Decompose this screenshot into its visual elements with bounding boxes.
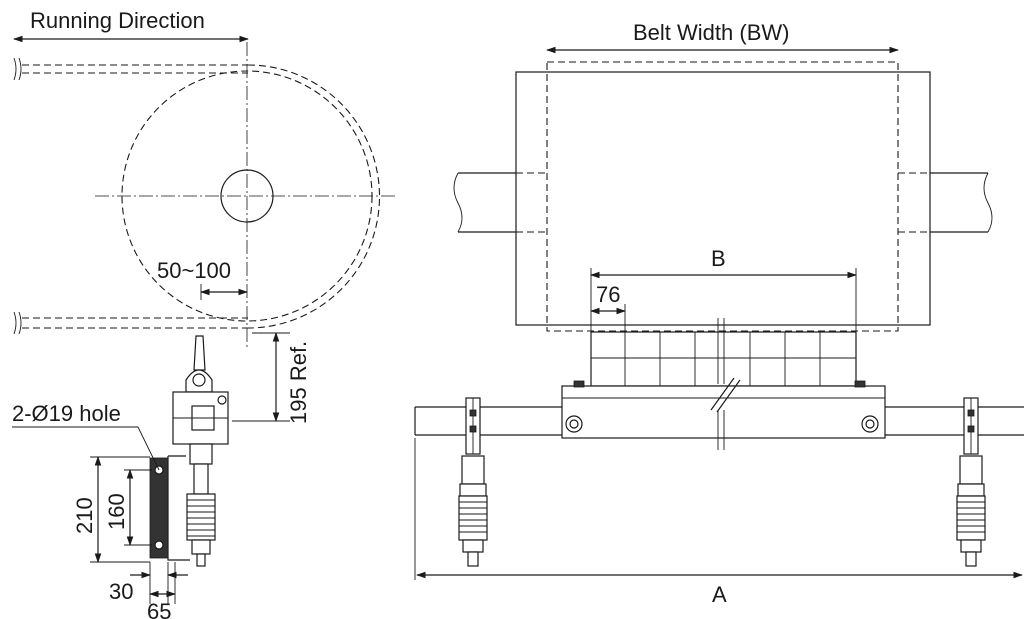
- dim-65-label: 65: [147, 599, 171, 619]
- dim-160-label: 160: [104, 493, 129, 530]
- idler-roller-grid: [590, 331, 857, 387]
- dim-a-label: A: [712, 582, 727, 607]
- dim-50-100-label: 50~100: [157, 258, 231, 283]
- shaft-right: [898, 172, 993, 233]
- belt-top: [13, 57, 248, 81]
- front-view: Belt Width (BW) B 76: [414, 20, 1024, 607]
- weigh-frame-beam: [561, 385, 886, 439]
- belt-width-label: Belt Width (BW): [633, 20, 789, 45]
- load-cell-side: [149, 335, 229, 567]
- dim-b-label: B: [711, 246, 726, 271]
- pulley-body: [515, 71, 931, 326]
- side-view: Running Direction 50~100 195 Ref.: [12, 8, 395, 619]
- running-direction-label: Running Direction: [30, 8, 205, 33]
- break-line: [710, 318, 741, 450]
- dim-30-label: 30: [109, 579, 133, 604]
- belt-bottom: [13, 311, 248, 335]
- dim-76-label: 76: [596, 282, 620, 307]
- belt-outline: [546, 61, 899, 332]
- load-cell-front-left: [458, 397, 488, 567]
- stringer-left: [414, 406, 562, 436]
- hole-label: 2-Ø19 hole: [12, 401, 121, 426]
- load-cell-front-right: [956, 397, 986, 567]
- shaft-left: [453, 172, 547, 233]
- dim-210-label: 210: [72, 497, 97, 534]
- dim-195-ref-label: 195 Ref.: [286, 341, 311, 424]
- belt-wrap: [247, 64, 381, 329]
- stringer-right: [885, 406, 1024, 436]
